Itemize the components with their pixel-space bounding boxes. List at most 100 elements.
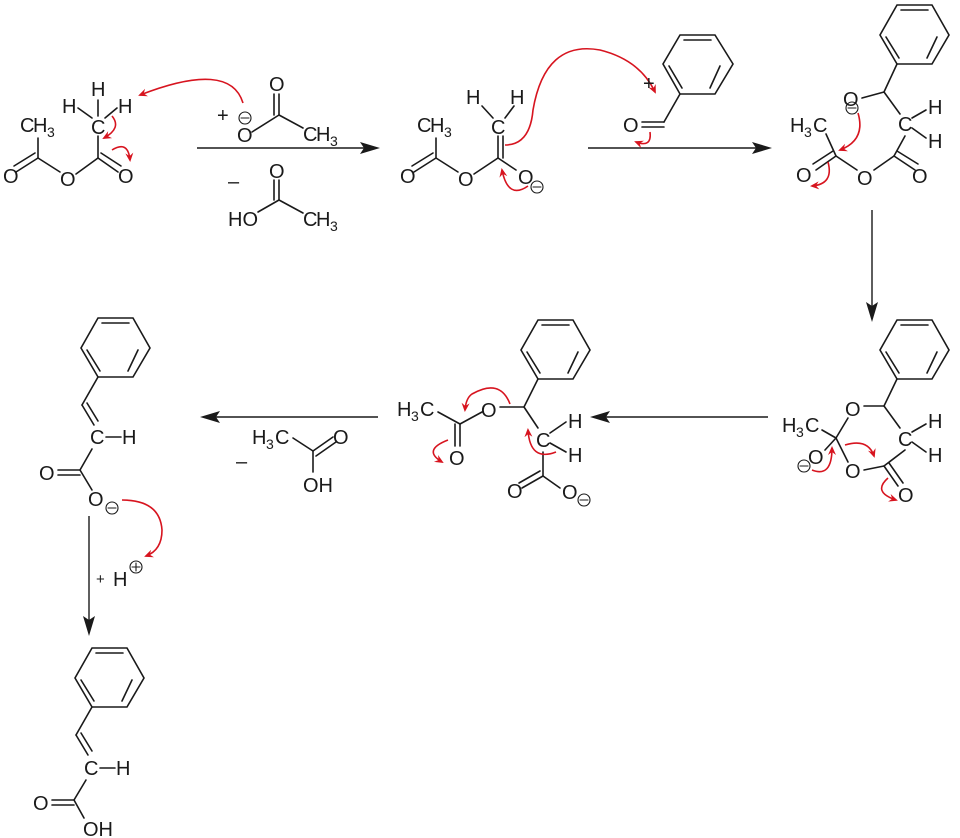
- atom-c: C: [303, 209, 317, 231]
- atom-h: H: [62, 96, 76, 118]
- subscript-3: 3: [330, 218, 338, 234]
- atom-o: O: [269, 161, 285, 183]
- atom-o: O: [333, 427, 349, 449]
- atom-h: H: [568, 411, 582, 433]
- molecule-cinnamate: C H O O: [39, 317, 163, 558]
- step3-arrow: [866, 210, 878, 322]
- electron-arrow: [499, 168, 529, 192]
- benzene-ring: [520, 319, 591, 380]
- reagent-acetic-acid-byproduct: – HO O C H 3: [228, 161, 338, 234]
- atom-h: H: [316, 209, 330, 231]
- atom-o-anion: O: [808, 447, 824, 469]
- atom-h: H: [122, 427, 136, 449]
- reagent-proton: + H: [96, 560, 143, 591]
- atom-o: O: [33, 793, 49, 815]
- atom-o: O: [449, 448, 465, 470]
- atom-oh: OH: [303, 475, 333, 497]
- atom-c: C: [90, 427, 104, 449]
- atom-h: H: [252, 427, 266, 449]
- atom-o: O: [3, 166, 19, 188]
- atom-c: C: [536, 430, 550, 452]
- atom-o-bridge: O: [857, 168, 873, 190]
- atom-h: H: [113, 569, 127, 591]
- atom-oh: HO: [228, 209, 258, 231]
- atom-o: O: [912, 166, 928, 188]
- subscript-3: 3: [804, 124, 812, 140]
- benzene-ring: [879, 319, 950, 380]
- step4-arrow: [590, 411, 768, 423]
- electron-arrow-protonation: [121, 499, 163, 558]
- electron-arrow: [634, 131, 652, 149]
- step6-arrow: [83, 516, 95, 636]
- electron-arrow: [524, 428, 557, 456]
- atom-h: H: [928, 445, 942, 467]
- atom-o: O: [898, 485, 914, 507]
- atom-c: C: [84, 758, 98, 780]
- atom-h: H: [782, 415, 796, 437]
- atom-o-bridge: O: [60, 169, 76, 191]
- atom-c: C: [813, 115, 827, 137]
- atom-o: O: [269, 74, 285, 96]
- atom-h: H: [928, 131, 942, 153]
- atom-o: O: [623, 115, 639, 137]
- electron-arrow: [811, 446, 836, 473]
- benzene-ring: [662, 34, 734, 95]
- atom-h: H: [116, 758, 130, 780]
- electron-arrow: [432, 439, 449, 464]
- electron-arrow: [461, 387, 511, 412]
- atom-o: O: [507, 481, 523, 503]
- atom-o: O: [400, 166, 416, 188]
- molecule-anhydride-enolate: C H 3 O O O C H H: [400, 87, 544, 194]
- atom-o: O: [39, 463, 55, 485]
- atom-c: C: [417, 115, 431, 137]
- plus-sign: +: [217, 105, 229, 127]
- atom-o: O: [481, 400, 497, 422]
- plus-sign: +: [96, 571, 105, 588]
- benzene-ring: [80, 317, 151, 378]
- atom-h: H: [510, 87, 524, 109]
- atom-h: H: [316, 124, 330, 146]
- plus-sign: +: [643, 73, 655, 95]
- atom-h: H: [928, 411, 942, 433]
- subscript-3: 3: [47, 124, 55, 140]
- step1-arrow: [197, 142, 380, 154]
- minus-sign: –: [228, 171, 240, 193]
- atom-c: C: [303, 124, 317, 146]
- atom-c: C: [91, 117, 105, 139]
- atom-c: C: [805, 415, 819, 437]
- atom-h: H: [466, 87, 480, 109]
- electron-arrow-aldol-attack: [504, 48, 656, 146]
- atom-o: O: [118, 166, 134, 188]
- subscript-3: 3: [330, 133, 338, 149]
- electron-arrow: [838, 112, 861, 152]
- electron-arrow: [880, 477, 898, 502]
- atom-h: H: [91, 79, 105, 101]
- atom-c: C: [898, 429, 912, 451]
- step2-arrow: [588, 142, 772, 154]
- atom-h: H: [568, 445, 582, 467]
- reagent-benzaldehyde: + O: [623, 34, 734, 149]
- electron-arrow-deprotonation: [138, 78, 244, 104]
- atom-h: H: [790, 115, 804, 137]
- atom-h: H: [397, 399, 411, 421]
- atom-h: H: [118, 96, 132, 118]
- atom-o-anion: O: [518, 167, 534, 189]
- molecule-acetic-anhydride: C H 3 O O O C H H H: [3, 79, 134, 191]
- subscript-3: 3: [411, 408, 419, 424]
- atom-c: C: [491, 117, 505, 139]
- electron-arrow: [102, 115, 117, 139]
- atom-c: C: [420, 399, 434, 421]
- reagent-acetate: + O O C H 3: [217, 74, 338, 149]
- benzene-ring: [879, 4, 950, 65]
- step5-arrow: [200, 411, 378, 423]
- electron-arrow: [844, 442, 876, 458]
- benzene-ring: [74, 647, 145, 708]
- atom-o: O: [237, 125, 253, 147]
- atom-o: O: [796, 165, 812, 187]
- atom-h: H: [33, 115, 47, 137]
- atom-oh: OH: [83, 819, 113, 838]
- minus-sign: –: [236, 451, 248, 473]
- molecule-cinnamic-acid: C H O OH: [33, 647, 145, 838]
- molecule-cyclic-intermediate: O H 3 C O O O C H H: [782, 319, 950, 507]
- molecule-acetoxy-carboxylate: O H 3 C O C H H O O: [397, 319, 591, 507]
